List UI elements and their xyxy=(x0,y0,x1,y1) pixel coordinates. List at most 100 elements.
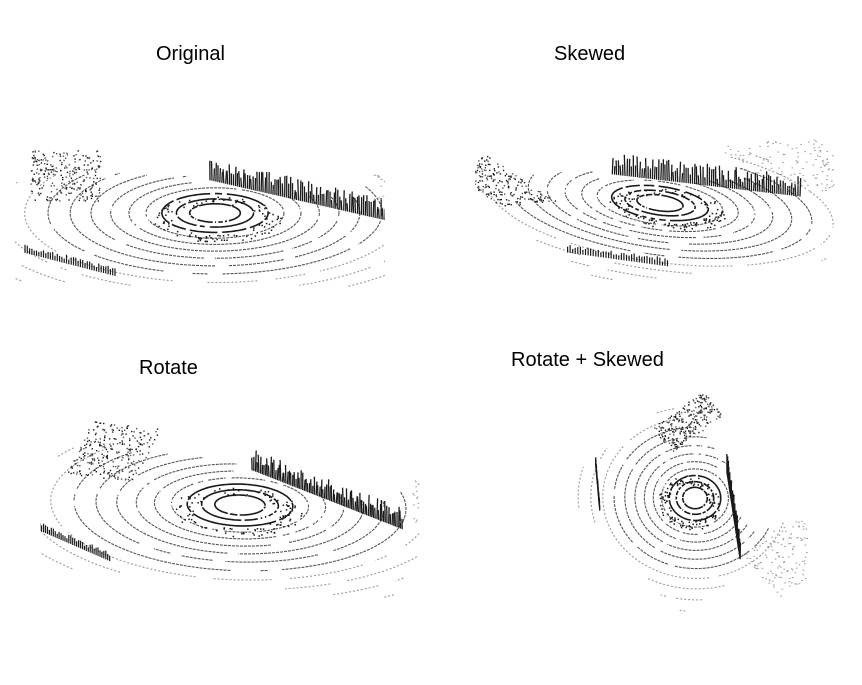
wall-tick xyxy=(394,511,397,527)
scan-ring xyxy=(161,192,269,234)
scatter-point xyxy=(415,490,418,492)
scatter-point xyxy=(521,179,523,181)
scatter-point xyxy=(804,537,806,539)
object-point xyxy=(217,234,219,237)
scatter-point xyxy=(109,425,112,427)
scatter-point xyxy=(139,443,141,446)
object-point xyxy=(714,516,717,518)
object-point xyxy=(715,216,717,218)
object-point xyxy=(163,221,165,223)
object-point xyxy=(671,520,673,523)
scatter-point xyxy=(818,146,821,148)
scatter-point xyxy=(128,458,130,461)
scatter-point xyxy=(38,179,40,181)
object-point xyxy=(272,226,275,228)
object-point xyxy=(714,224,716,227)
scatter-point xyxy=(682,431,685,433)
object-point xyxy=(272,503,274,505)
scatter-point xyxy=(138,460,140,462)
scatter-point xyxy=(80,194,82,196)
scatter-point xyxy=(116,452,118,454)
scatter-point xyxy=(32,164,35,166)
scatter-point xyxy=(792,549,794,551)
scatter-point xyxy=(673,416,675,418)
scatter-point xyxy=(484,174,486,177)
scatter-point xyxy=(693,428,695,430)
object-point xyxy=(218,198,221,201)
object-point xyxy=(270,229,273,231)
object-point xyxy=(672,227,675,229)
scatter-point xyxy=(71,465,73,468)
scatter-point xyxy=(791,167,794,169)
object-point xyxy=(669,518,672,520)
object-point xyxy=(659,494,661,496)
object-point xyxy=(250,237,253,240)
scatter-point xyxy=(671,423,673,425)
object-point xyxy=(289,518,292,520)
scatter-point xyxy=(661,426,663,429)
object-point xyxy=(710,222,713,225)
scatter-point xyxy=(60,192,63,194)
scatter-point xyxy=(475,180,477,182)
scatter-point xyxy=(42,159,44,161)
scatter-point xyxy=(824,165,826,167)
scatter-point xyxy=(126,425,129,427)
scatter-point xyxy=(762,577,764,578)
scatter-point xyxy=(792,526,794,528)
object-point xyxy=(228,197,231,199)
scatter-point xyxy=(124,479,127,481)
scatter-point xyxy=(112,431,114,433)
scatter-point xyxy=(787,144,789,146)
object-point xyxy=(272,213,274,216)
scatter-point xyxy=(61,182,63,184)
scatter-point xyxy=(667,437,670,439)
scatter-point xyxy=(94,433,97,436)
scatter-point xyxy=(82,453,84,455)
wall-tick xyxy=(238,171,241,188)
scatter-point xyxy=(774,558,777,560)
object-point xyxy=(629,193,631,196)
scatter-point xyxy=(86,169,88,171)
scatter-point xyxy=(815,141,817,142)
scatter-point xyxy=(709,411,711,413)
scatter-point xyxy=(821,160,824,162)
scatter-point xyxy=(139,453,141,456)
scatter-point xyxy=(702,419,704,421)
scatter-point xyxy=(682,428,684,430)
object-point xyxy=(262,213,264,215)
scatter-point xyxy=(70,472,72,475)
scatter-point xyxy=(80,448,82,450)
object-point xyxy=(685,526,687,529)
scan-ring xyxy=(135,463,345,547)
wall-tick xyxy=(676,168,679,183)
wall-tick xyxy=(615,160,618,175)
scatter-point xyxy=(663,437,666,440)
object-point xyxy=(258,209,261,211)
wall-tick xyxy=(267,465,270,477)
scatter-point xyxy=(43,154,45,157)
scatter-point xyxy=(64,187,66,189)
object-point xyxy=(280,217,282,220)
scatter-point xyxy=(692,418,694,420)
scatter-point xyxy=(822,161,824,163)
scatter-point xyxy=(528,191,530,193)
scatter-point xyxy=(30,183,32,185)
scatter-point xyxy=(30,170,33,172)
scatter-point xyxy=(117,478,119,480)
object-point xyxy=(253,229,255,231)
scatter-point xyxy=(487,193,490,195)
scan-rings xyxy=(15,172,385,288)
object-point xyxy=(163,207,166,210)
object-point xyxy=(264,204,266,207)
object-point xyxy=(199,238,202,240)
scatter-point xyxy=(660,429,662,431)
scatter-point xyxy=(780,543,783,545)
object-point xyxy=(231,204,233,207)
scatter-point xyxy=(73,188,75,190)
scatter-point xyxy=(819,151,822,153)
object-point xyxy=(689,526,691,528)
object-point xyxy=(180,515,182,518)
object-point xyxy=(198,493,200,496)
wall-tick xyxy=(242,169,245,188)
scatter-point xyxy=(532,199,534,201)
